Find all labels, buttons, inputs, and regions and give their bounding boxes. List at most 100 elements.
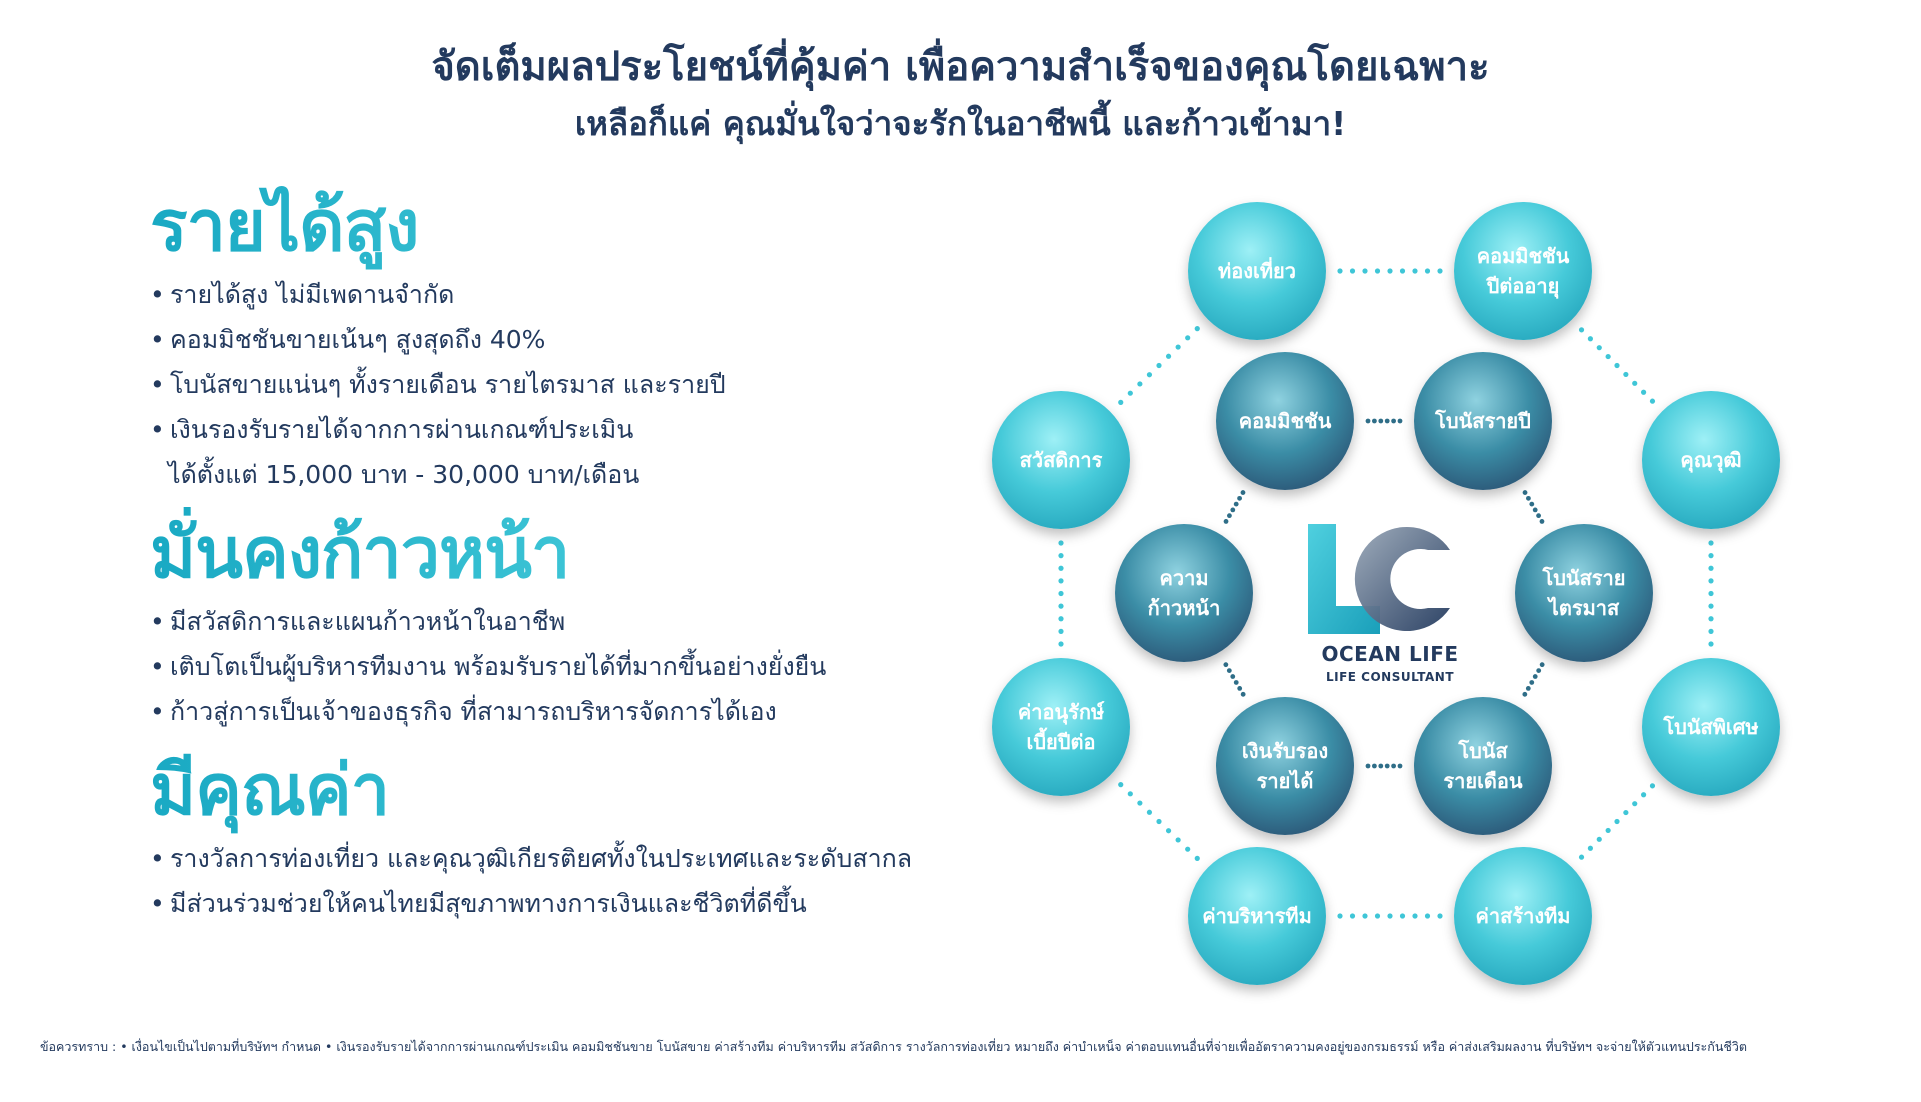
connector-dot: [1522, 490, 1528, 495]
inner-circle-commission: คอมมิชชัน: [1216, 352, 1354, 490]
connector-dot: [1146, 372, 1153, 378]
section-high-income: รายได้สูง รายได้สูง ไม่มีเพดานจำกัด คอมม…: [150, 180, 990, 497]
connector-dot: [1384, 763, 1390, 769]
connector-dot: [1708, 603, 1714, 609]
header: จัดเต็มผลประโยชน์ที่คุ้มค่า เพื่อความสำเ…: [0, 40, 1921, 148]
inner-circle-annual-bonus: โบนัสรายปี: [1414, 352, 1552, 490]
connector-dot: [1397, 418, 1403, 424]
page-title: จัดเต็มผลประโยชน์ที่คุ้มค่า เพื่อความสำเ…: [431, 44, 1490, 90]
connector-dot: [1337, 913, 1343, 919]
connector-dot: [1437, 913, 1443, 919]
connector-dot: [1623, 809, 1629, 816]
connector-dot: [1605, 353, 1611, 360]
connector-dot: [1362, 913, 1368, 919]
connector-dot: [1058, 578, 1064, 584]
bullet-item: โบนัสขายแน่นๆ ทั้งรายเดือน รายไตรมาส และ…: [150, 362, 990, 407]
connector-dot: [1708, 578, 1714, 584]
connector-dot: [1194, 855, 1200, 861]
section-title: มีคุณค่า: [150, 744, 990, 836]
connector-dot: [1240, 691, 1246, 697]
connector-dot: [1587, 336, 1594, 342]
page-subtitle: เหลือก็แค่ คุณมั่นใจว่าจะรักในอาชีพนี้ แ…: [574, 104, 1347, 143]
connector-dot: [1529, 680, 1535, 685]
connector-dot: [1240, 490, 1246, 495]
connector-dot: [1156, 362, 1162, 369]
connector-dot: [1391, 418, 1396, 424]
connector-dot: [1539, 519, 1545, 524]
bullet-item: รางวัลการท่องเที่ยว และคุณวุฒิเกียรติยศท…: [150, 836, 990, 881]
connector-dot: [1349, 913, 1356, 919]
connector-dot: [1649, 398, 1656, 404]
connector-dot: [1378, 418, 1384, 424]
connector-dot: [1708, 540, 1714, 546]
connector-dot: [1596, 836, 1602, 842]
connector-dot: [1399, 913, 1406, 919]
connector-dot: [1578, 327, 1585, 333]
connector-dot: [1185, 846, 1191, 852]
bullet-item: มีสวัสดิการและแผนก้าวหน้าในอาชีพ: [150, 599, 990, 644]
connector-dot: [1529, 501, 1535, 507]
outer-circle-renewal-commission: คอมมิชชัน ปีต่ออายุ: [1454, 202, 1592, 340]
bullet-item: เงินรองรับรายได้จากการผ่านเกณฑ์ประเมิน: [150, 407, 990, 452]
connector-dot: [1223, 662, 1229, 668]
connector-dot: [1708, 590, 1714, 597]
connector-dot: [1372, 763, 1377, 769]
connector-dot: [1532, 674, 1538, 679]
connector-dot: [1058, 628, 1064, 634]
outer-circle-team-building: ค่าสร้างทีม: [1454, 847, 1592, 985]
bullet-item: รายได้สูง ไม่มีเพดานจำกัด: [150, 272, 990, 317]
connector-dot: [1175, 837, 1181, 843]
connector-dot: [1587, 845, 1594, 851]
connector-dot: [1708, 565, 1714, 571]
connector-dot: [1372, 418, 1377, 424]
connector-dot: [1058, 603, 1064, 609]
connector-dot: [1227, 513, 1232, 519]
outer-circle-qualification: คุณวุฒิ: [1642, 391, 1780, 529]
connector-dot: [1532, 507, 1538, 513]
connector-dot: [1708, 553, 1714, 559]
connector-dot: [1374, 913, 1381, 919]
section-valuable: มีคุณค่า รางวัลการท่องเที่ยว และคุณวุฒิเ…: [150, 744, 990, 926]
connector-dot: [1605, 827, 1611, 834]
connector-dot: [1640, 389, 1647, 395]
connector-dot: [1437, 268, 1443, 274]
bullet-item: มีส่วนร่วมช่วยให้คนไทยมีสุขภาพทางการเงิน…: [150, 881, 990, 926]
connector-dot: [1337, 268, 1343, 274]
connector-dot: [1118, 782, 1124, 788]
connector-dot: [1623, 371, 1629, 378]
bullet-item: ก้าวสู่การเป็นเจ้าของธุรกิจ ที่สามารถบริ…: [150, 689, 990, 734]
connector-dot: [1165, 828, 1172, 834]
outer-circle-special-bonus: โบนัสพิเศษ: [1642, 658, 1780, 796]
connector-dot: [1237, 495, 1242, 501]
ocean-life-logo: OCEAN LIFE LIFE CONSULTANT: [1300, 520, 1480, 700]
section-title: มั่นคงก้าวหน้า: [150, 507, 990, 599]
connector-dot: [1185, 335, 1191, 341]
connector-dot: [1223, 519, 1229, 524]
connector-dot: [1137, 381, 1143, 387]
connector-dot: [1387, 913, 1393, 919]
connector-dot: [1596, 345, 1602, 351]
connector-dot: [1614, 362, 1620, 369]
connector-dot: [1708, 616, 1714, 622]
connector-dot: [1194, 326, 1200, 332]
connector-dot: [1384, 418, 1390, 424]
connector-dot: [1522, 691, 1528, 697]
connector-dot: [1365, 418, 1371, 424]
connector-dot: [1127, 390, 1133, 396]
connector-dot: [1165, 353, 1172, 359]
outer-circle-welfare: สวัสดิการ: [992, 391, 1130, 529]
connector-dot: [1399, 268, 1406, 274]
connector-dot: [1137, 800, 1143, 806]
lc-logo-icon: [1308, 524, 1450, 634]
connector-dot: [1578, 854, 1585, 860]
bullet-list: รางวัลการท่องเที่ยว และคุณวุฒิเกียรติยศท…: [150, 836, 990, 926]
section-stable-growth: มั่นคงก้าวหน้า มีสวัสดิการและแผนก้าวหน้า…: [150, 507, 990, 734]
connector-dot: [1539, 662, 1545, 668]
bullet-list: รายได้สูง ไม่มีเพดานจำกัด คอมมิชชันขายเน…: [150, 272, 990, 497]
connector-dot: [1233, 501, 1239, 507]
connector-dot: [1536, 668, 1542, 674]
connector-dot: [1412, 268, 1418, 274]
inner-circle-income-guarantee: เงินรับรอง รายได้: [1216, 697, 1354, 835]
connector-dot: [1175, 344, 1181, 350]
outer-circle-persistency: ค่าอนุรักษ์ เบี้ยปีต่อ: [992, 658, 1130, 796]
